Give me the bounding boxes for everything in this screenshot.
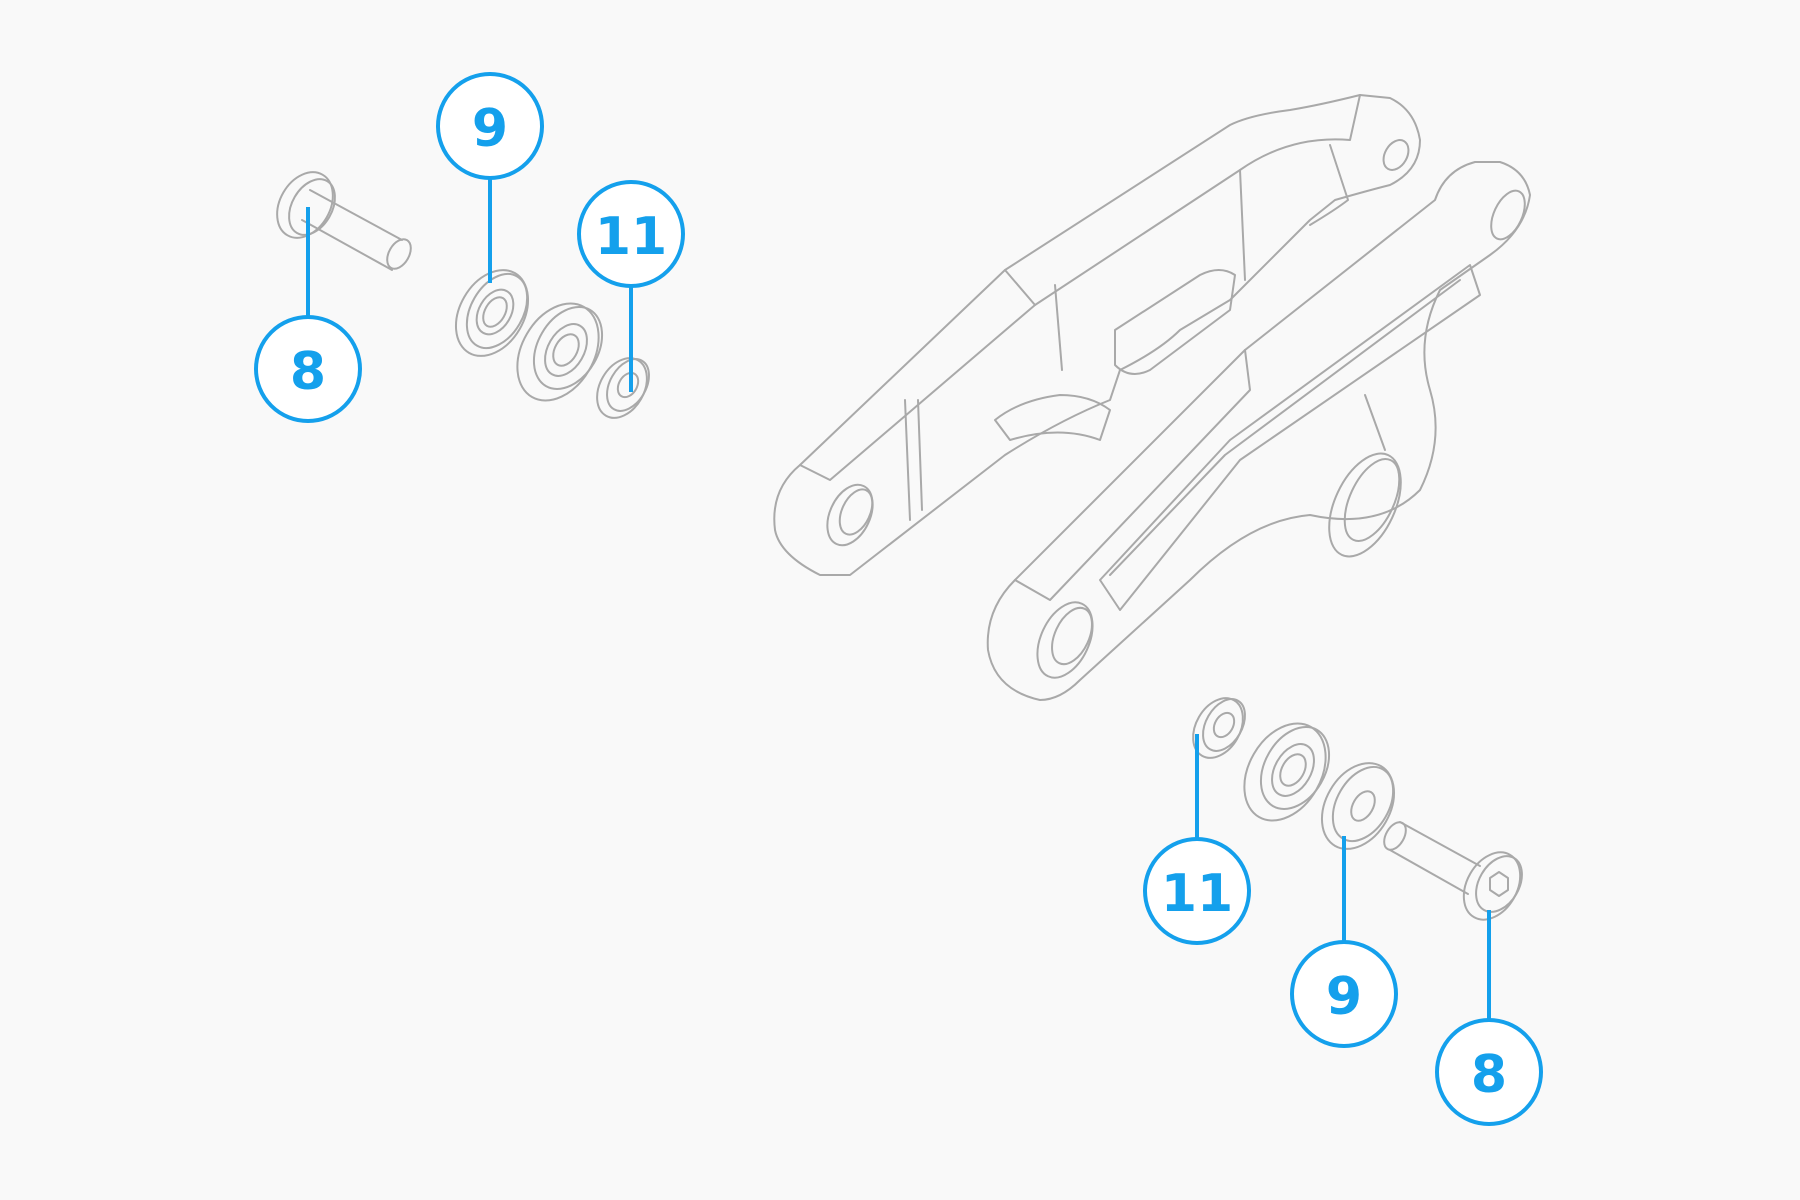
callout-label: 8 [1471,1045,1507,1105]
bottom-washer [1320,762,1396,850]
callout-label: 9 [472,99,508,159]
callout-bottom-washer: 9 [1290,836,1398,1048]
callout-label: 9 [1326,967,1362,1027]
top-washer [454,269,530,357]
rocker-link [773,94,1531,701]
callout-label: 11 [1161,864,1233,924]
bottom-spacer [1192,697,1246,759]
callout-top-spacer: 11 [577,180,685,392]
top-bolt [276,171,412,271]
callout-label: 8 [290,342,326,402]
callout-bottom-bolt: 8 [1435,910,1543,1126]
callout-top-bolt: 8 [254,207,362,423]
top-spacer [596,357,650,419]
callout-top-washer: 9 [436,72,544,283]
bottom-bolt [1383,821,1523,921]
callout-label: 11 [595,207,667,267]
callout-bottom-spacer: 11 [1143,734,1251,945]
bottom-bearing [1243,722,1331,822]
top-bearing [516,302,604,402]
